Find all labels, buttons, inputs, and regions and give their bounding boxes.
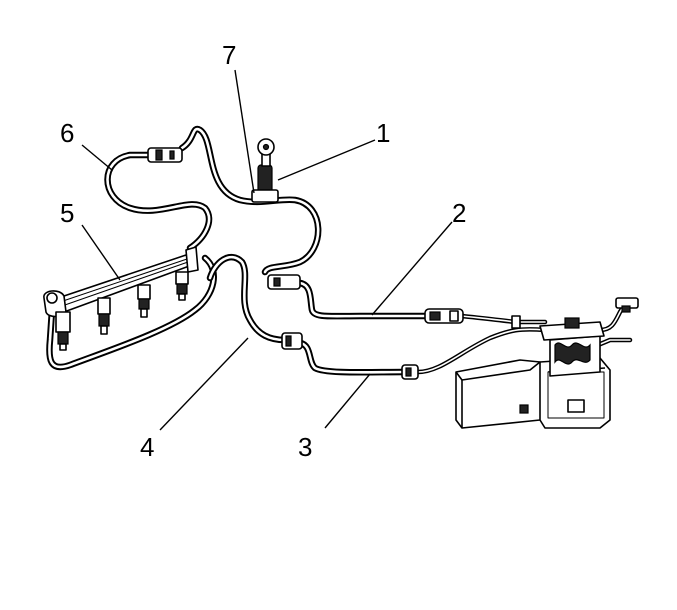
callout-3: 3 xyxy=(298,432,312,462)
clip-line-2 xyxy=(511,315,521,329)
quick-connect-fitting-4 xyxy=(281,332,303,350)
leader-line-3 xyxy=(324,373,371,429)
fuel-rail-assembly xyxy=(43,246,199,351)
fuel-injector-1 xyxy=(55,311,71,351)
leader-lines xyxy=(81,69,453,431)
leader-line-2 xyxy=(371,221,453,316)
callout-4: 4 xyxy=(140,432,154,462)
callout-2: 2 xyxy=(452,198,466,228)
connectors xyxy=(147,138,521,380)
fuel-line-2 xyxy=(296,279,429,320)
pump-module-flange xyxy=(539,321,605,341)
fuel-filter-fitting-2 xyxy=(424,308,464,324)
rail-end-cap xyxy=(185,246,199,273)
fuel-fitting-3 xyxy=(401,364,419,380)
leader-line-1 xyxy=(277,139,376,181)
fuel-tank-section xyxy=(455,359,546,429)
callout-labels: 1 2 3 4 5 6 7 xyxy=(60,40,466,462)
leader-line-5 xyxy=(81,224,121,281)
fuel-tank-pump-module xyxy=(455,297,639,429)
leader-line-4 xyxy=(159,337,249,431)
fuel-injector-4 xyxy=(175,271,189,301)
fuel-pressure-connection-1 xyxy=(251,138,279,203)
callout-1: 1 xyxy=(376,118,390,148)
quick-connect-fitting-6 xyxy=(147,147,183,163)
fuel-injector-2 xyxy=(97,297,111,335)
leader-line-6 xyxy=(81,144,113,171)
quick-connect-fitting-2-engine xyxy=(267,274,301,290)
fuel-injector-3 xyxy=(137,284,151,318)
callout-5: 5 xyxy=(60,198,74,228)
callout-6: 6 xyxy=(60,118,74,148)
callout-7: 7 xyxy=(222,40,236,70)
leader-line-7 xyxy=(234,69,255,194)
